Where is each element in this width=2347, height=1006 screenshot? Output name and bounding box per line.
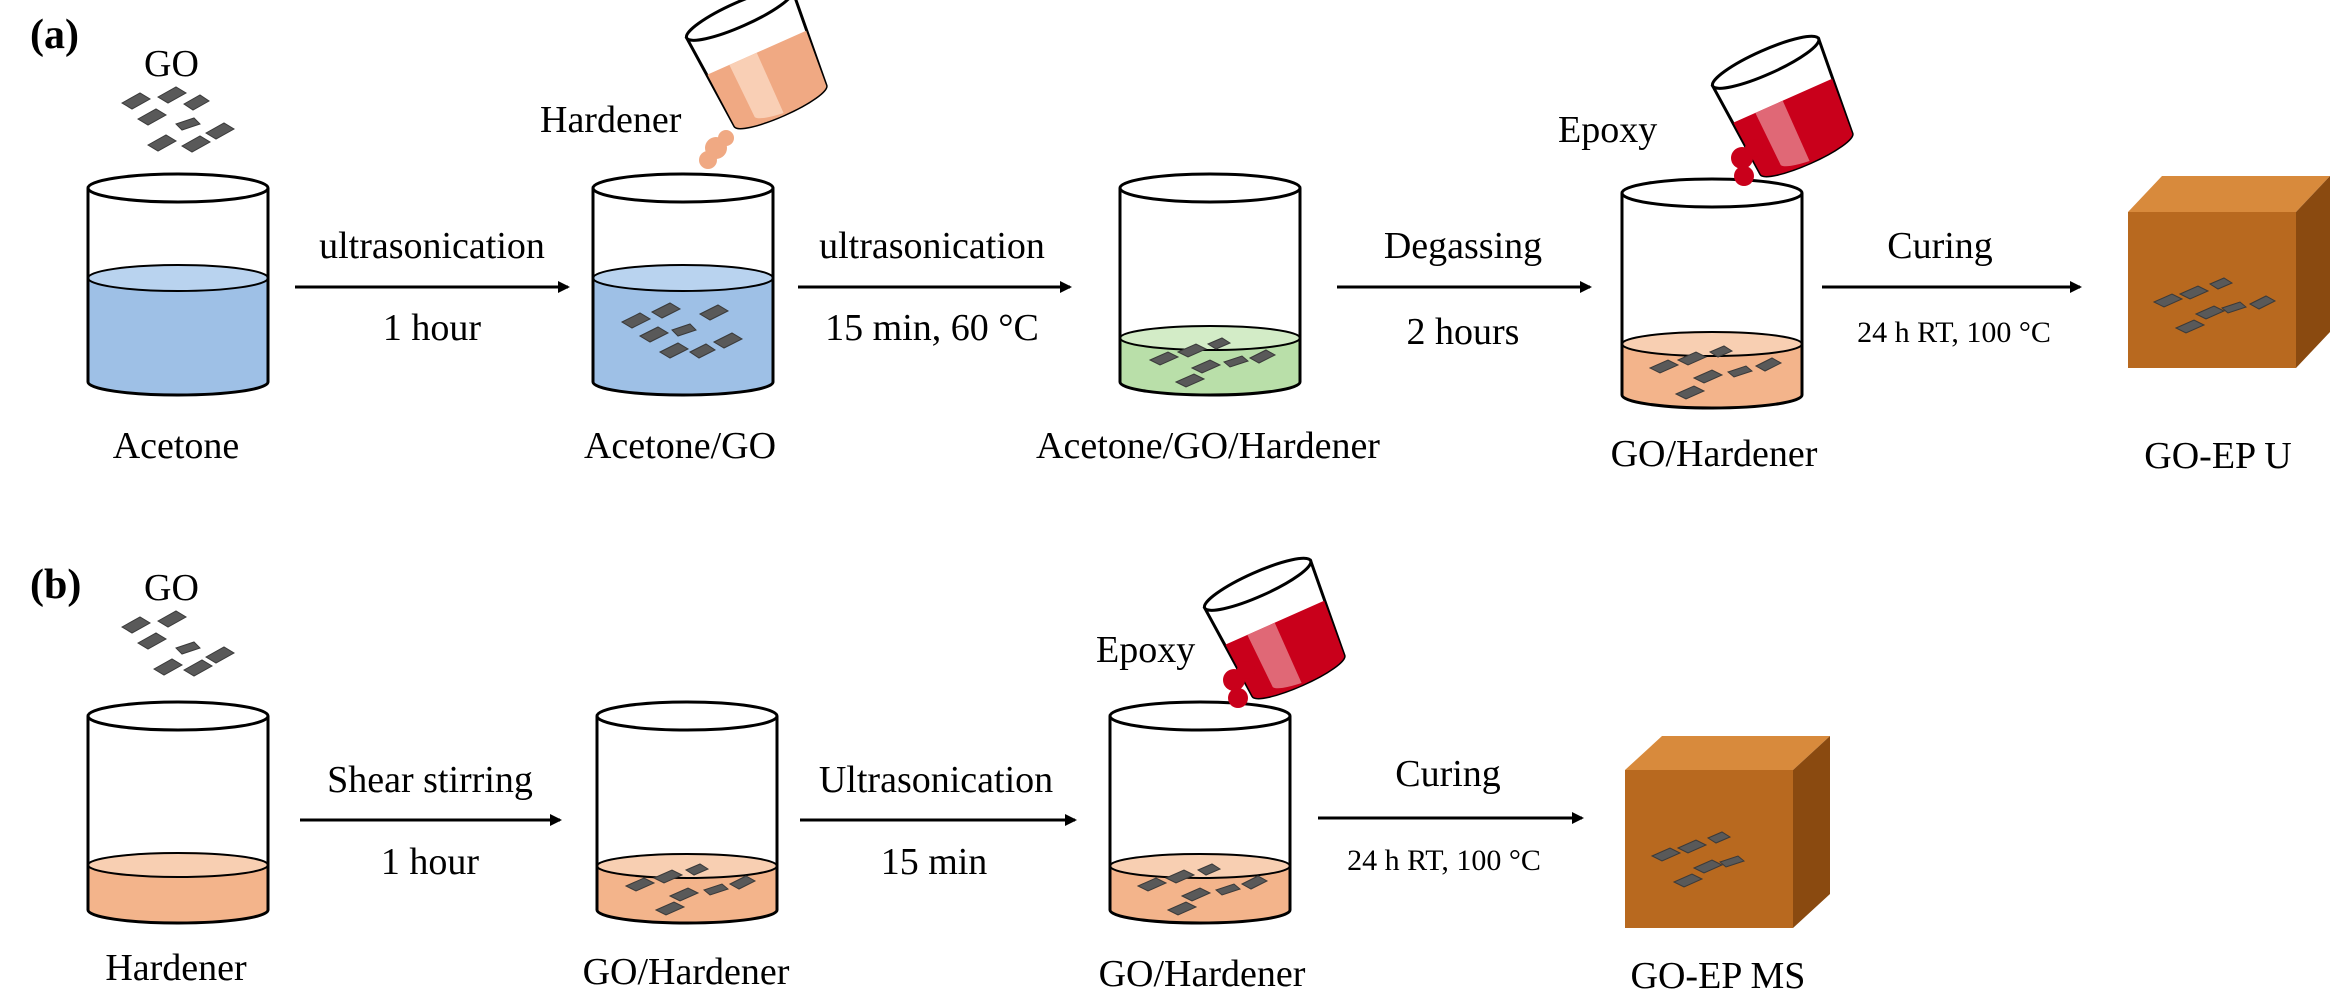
vessel-label-hardener-b: Hardener bbox=[105, 947, 247, 989]
product-cube-go-ep-u bbox=[2128, 176, 2330, 368]
step-a4-top: Curing bbox=[1887, 225, 1993, 267]
step-b2-top: Ultrasonication bbox=[819, 759, 1053, 801]
panel-b-go-flakes bbox=[121, 610, 235, 677]
vessel-label-acetone-go-hardener: Acetone/GO/Hardener bbox=[1036, 425, 1380, 467]
pour-label-hardener: Hardener bbox=[540, 99, 682, 141]
vessel-go-hardener-a bbox=[1620, 177, 1804, 410]
step-b2-bottom: 15 min bbox=[881, 841, 988, 883]
vessel-label-acetone: Acetone bbox=[113, 425, 240, 467]
step-a2-top: ultrasonication bbox=[819, 225, 1045, 267]
vessel-go-hardener-a-flakes bbox=[1648, 345, 1783, 400]
pour-label-epoxy-b: Epoxy bbox=[1096, 629, 1195, 671]
epoxy-pour-cup-b bbox=[1202, 556, 1346, 708]
vessel-acetone-go-hardener-flakes bbox=[1148, 337, 1277, 388]
vessel-hardener-b bbox=[86, 700, 270, 925]
vessel-label-go-hardener-b2: GO/Hardener bbox=[1099, 953, 1306, 995]
vessel-go-hardener-b2-flakes bbox=[1136, 863, 1269, 916]
vessel-go-hardener-b1-flakes bbox=[624, 863, 757, 916]
step-b1-top: Shear stirring bbox=[327, 759, 533, 801]
vessel-label-go-hardener-b1: GO/Hardener bbox=[583, 951, 790, 993]
step-b3-top: Curing bbox=[1395, 753, 1501, 795]
product-label-go-ep-ms: GO-EP MS bbox=[1631, 955, 1806, 997]
step-a2-bottom: 15 min, 60 °C bbox=[825, 307, 1039, 349]
step-a1-top: ultrasonication bbox=[319, 225, 545, 267]
panel-b-go-label: GO bbox=[144, 567, 199, 609]
step-a3-top: Degassing bbox=[1384, 225, 1542, 267]
vessel-label-go-hardener-a: GO/Hardener bbox=[1611, 433, 1818, 475]
product-cube-go-ep-ms bbox=[1625, 736, 1830, 928]
pour-label-epoxy-a: Epoxy bbox=[1558, 109, 1657, 151]
vessel-go-hardener-b1 bbox=[595, 700, 779, 925]
vessel-acetone-go-flakes bbox=[620, 302, 744, 359]
vessel-acetone-go-hardener bbox=[1118, 172, 1302, 397]
vessel-acetone bbox=[86, 172, 270, 397]
vessel-label-acetone-go: Acetone/GO bbox=[584, 425, 776, 467]
step-a3-bottom: 2 hours bbox=[1407, 311, 1520, 353]
vessel-acetone-go bbox=[591, 172, 775, 397]
panel-a-label: (a) bbox=[30, 12, 79, 58]
vessel-go-hardener-b2 bbox=[1108, 700, 1292, 925]
panel-a-go-label: GO bbox=[144, 43, 199, 85]
panel-b-label: (b) bbox=[30, 562, 81, 608]
hardener-pour-cup bbox=[684, 0, 828, 169]
step-b3-bottom: 24 h RT, 100 °C bbox=[1347, 844, 1541, 877]
step-a1-bottom: 1 hour bbox=[383, 307, 482, 349]
step-a4-bottom: 24 h RT, 100 °C bbox=[1857, 316, 2051, 349]
epoxy-pour-cup-a bbox=[1710, 34, 1854, 186]
step-b1-bottom: 1 hour bbox=[381, 841, 480, 883]
product-label-go-ep-u: GO-EP U bbox=[2144, 435, 2291, 477]
panel-a-go-flakes bbox=[121, 86, 235, 153]
